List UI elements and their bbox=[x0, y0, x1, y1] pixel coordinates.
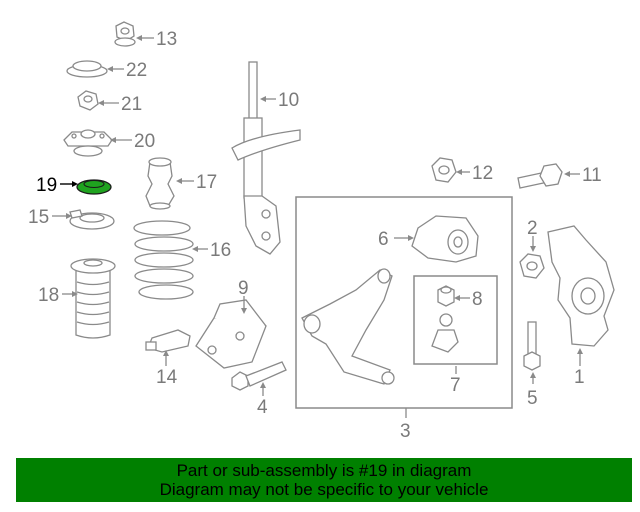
part-17-bump-stop[interactable] bbox=[145, 157, 175, 210]
label-18: 18 bbox=[38, 285, 59, 306]
label-13: 13 bbox=[156, 29, 177, 50]
part-10-strut[interactable] bbox=[231, 61, 301, 255]
label-17: 17 bbox=[196, 172, 217, 193]
part-14-clip[interactable] bbox=[145, 329, 191, 353]
label-15: 15 bbox=[28, 207, 49, 228]
part-22-cap[interactable] bbox=[66, 60, 108, 78]
label-11: 11 bbox=[582, 165, 602, 186]
label-6: 6 bbox=[378, 229, 389, 250]
part-6-bushing[interactable] bbox=[411, 215, 479, 263]
part-4-bolt[interactable] bbox=[231, 361, 287, 391]
part-2-nut[interactable] bbox=[519, 253, 545, 279]
label-4: 4 bbox=[257, 397, 268, 418]
banner-line-1: Part or sub-assembly is #19 in diagram bbox=[176, 461, 472, 480]
subassembly-box-7 bbox=[413, 275, 498, 365]
part-11-bolt[interactable] bbox=[517, 163, 563, 189]
label-14: 14 bbox=[156, 367, 178, 388]
part-16-coil-spring[interactable] bbox=[133, 220, 194, 300]
label-2: 2 bbox=[527, 218, 538, 239]
part-15-spring-seat[interactable] bbox=[69, 209, 115, 230]
label-16: 16 bbox=[210, 240, 231, 261]
part-18-dust-boot[interactable] bbox=[70, 258, 116, 339]
part-8-nut[interactable] bbox=[437, 285, 455, 307]
part-21-nut[interactable] bbox=[77, 90, 99, 111]
part-20-strut-mount[interactable] bbox=[63, 129, 113, 157]
part-7-ball-joint[interactable] bbox=[431, 313, 459, 353]
info-banner: Part or sub-assembly is #19 in diagram D… bbox=[16, 458, 632, 502]
label-3: 3 bbox=[400, 421, 411, 442]
label-10: 10 bbox=[278, 90, 299, 111]
subassembly-box-3 bbox=[295, 196, 513, 409]
label-21: 21 bbox=[121, 94, 142, 115]
label-5: 5 bbox=[527, 388, 538, 409]
part-19-insulator[interactable] bbox=[76, 179, 112, 195]
label-20: 20 bbox=[134, 131, 155, 152]
leader-lines bbox=[52, 35, 583, 418]
label-1: 1 bbox=[574, 367, 585, 388]
part-9-bracket[interactable] bbox=[195, 299, 267, 369]
label-8: 8 bbox=[472, 289, 483, 310]
part-5-bolt[interactable] bbox=[523, 321, 541, 371]
part-12-nut[interactable] bbox=[431, 157, 457, 183]
banner-line-2: Diagram may not be specific to your vehi… bbox=[159, 480, 489, 499]
label-19: 19 bbox=[36, 175, 57, 196]
label-7: 7 bbox=[450, 375, 461, 396]
part-13-nut[interactable] bbox=[114, 21, 136, 47]
label-12: 12 bbox=[472, 163, 493, 184]
part-1-knuckle[interactable] bbox=[547, 225, 615, 347]
part-3-control-arm[interactable] bbox=[301, 268, 395, 385]
label-22: 22 bbox=[126, 60, 147, 81]
label-9: 9 bbox=[238, 278, 249, 299]
